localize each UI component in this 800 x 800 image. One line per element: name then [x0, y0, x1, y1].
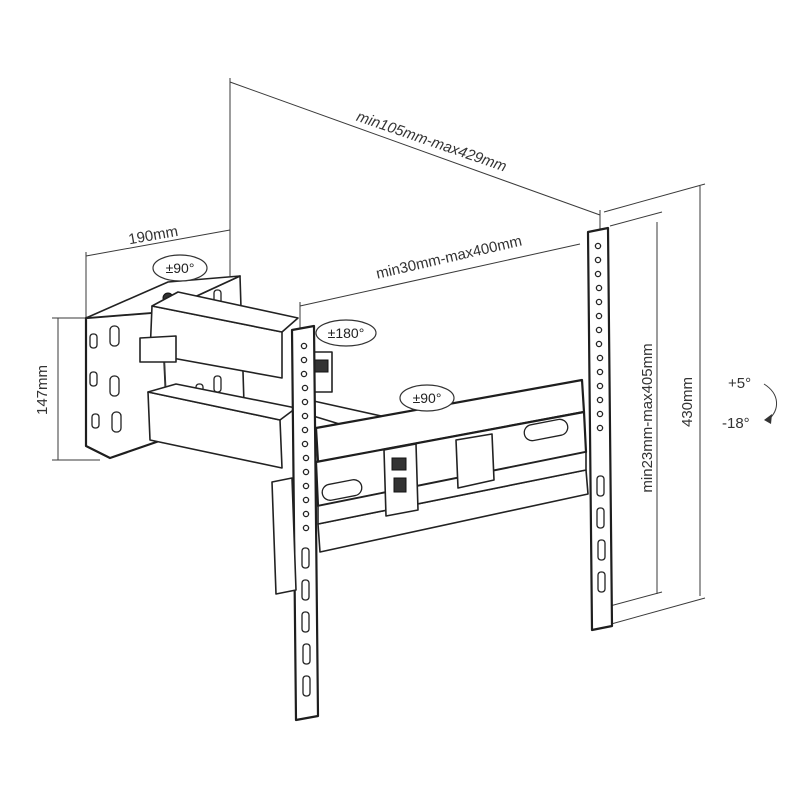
tv-swivel-label: ±90° [413, 390, 442, 406]
wall-plate-depth-label: 190mm [127, 223, 179, 248]
tilt-up-label: +5° [728, 375, 751, 392]
left-bracket-holes [300, 342, 311, 697]
center-swivel-label: ±180° [328, 325, 365, 341]
tilt-arrow-icon [764, 414, 772, 424]
badge-center-swivel: ±180° [315, 319, 377, 347]
horizontal-rails [314, 378, 589, 553]
tilt-indicator: +5° -18° [722, 375, 777, 432]
bracket-height-label: 430mm [679, 377, 696, 427]
right-vertical-bracket [586, 226, 614, 632]
arm-span-label: min30mm-max400mm [374, 233, 523, 283]
vesa-height-label: min23mm-max405mm [639, 343, 656, 492]
right-bracket-holes [594, 242, 606, 593]
wall-plate-height-label: 147mm [34, 365, 51, 415]
tilt-arc-icon [763, 383, 777, 421]
tilt-down-label: -18° [722, 415, 750, 432]
left-vertical-bracket [271, 324, 320, 722]
depth-range-label: min105mm-max429mm [354, 108, 508, 175]
badge-tv-swivel: ±90° [399, 384, 455, 412]
wall-swivel-label: ±90° [166, 260, 195, 276]
dimension-lines [52, 78, 706, 627]
badge-wall-swivel: ±90° [152, 254, 208, 282]
